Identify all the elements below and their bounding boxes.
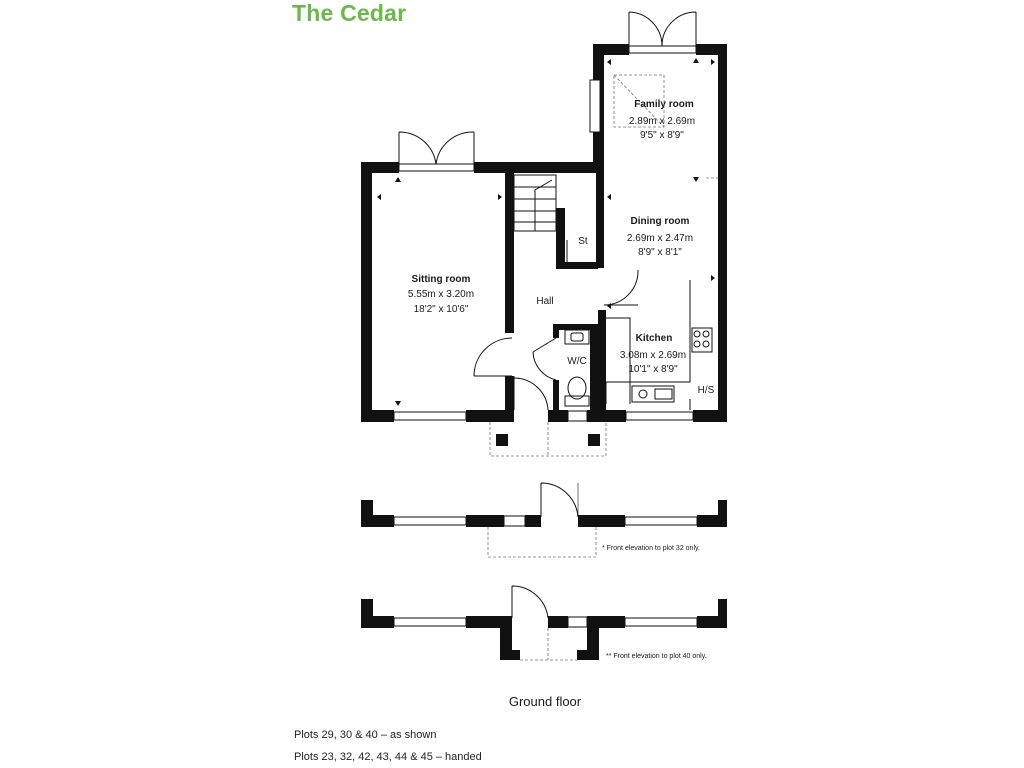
family-room-imperial: 9'5" x 8'9" — [640, 130, 684, 141]
elevation-variant-2 — [361, 585, 727, 661]
note-plot-40: ** Front elevation to plot 40 only. — [606, 653, 707, 660]
kitchen-metric: 3.08m x 2.69m — [620, 350, 686, 361]
hall-name: Hall — [536, 296, 553, 307]
elevation-variant-1 — [361, 482, 727, 558]
porch-posts — [496, 434, 600, 446]
dining-room-name: Dining room — [631, 216, 690, 227]
staircase — [513, 174, 557, 232]
store-name: St — [578, 236, 588, 247]
plan-title: The Cedar — [292, 0, 407, 26]
family-room-name: Family room — [634, 99, 694, 110]
plots-as-shown: Plots 29, 30 & 40 – as shown — [294, 729, 437, 741]
family-room-metric: 2.89m x 2.69m — [629, 116, 695, 127]
sitting-room-imperial: 18'2" x 10'6" — [414, 304, 469, 315]
sitting-room-name: Sitting room — [412, 274, 471, 285]
wc-name: W/C — [567, 356, 586, 367]
sitting-room-metric: 5.55m x 3.20m — [408, 289, 474, 300]
dining-room-imperial: 8'9" x 8'1" — [638, 247, 682, 258]
kitchen-imperial: 10'1" x 8'9" — [628, 364, 678, 375]
room-labels: Family room 2.89m x 2.69m 9'5" x 8'9" Di… — [408, 99, 715, 396]
floor-caption: Ground floor — [508, 694, 582, 709]
plots-handed: Plots 23, 32, 42, 43, 44 & 45 – handed — [294, 751, 482, 763]
windows — [393, 45, 697, 422]
kitchen-units — [604, 280, 713, 410]
elevation-notes: * Front elevation to plot 32 only. ** Fr… — [602, 545, 707, 660]
interior-walls — [505, 173, 606, 411]
dimension-arrows — [377, 58, 715, 406]
kitchen-name: Kitchen — [636, 333, 673, 344]
dashed-outlines — [489, 74, 718, 457]
dining-room-metric: 2.69m x 2.47m — [627, 233, 693, 244]
hs-name: H/S — [698, 385, 715, 396]
note-plot-32: * Front elevation to plot 32 only. — [602, 545, 700, 552]
wc-fixtures — [564, 329, 590, 407]
